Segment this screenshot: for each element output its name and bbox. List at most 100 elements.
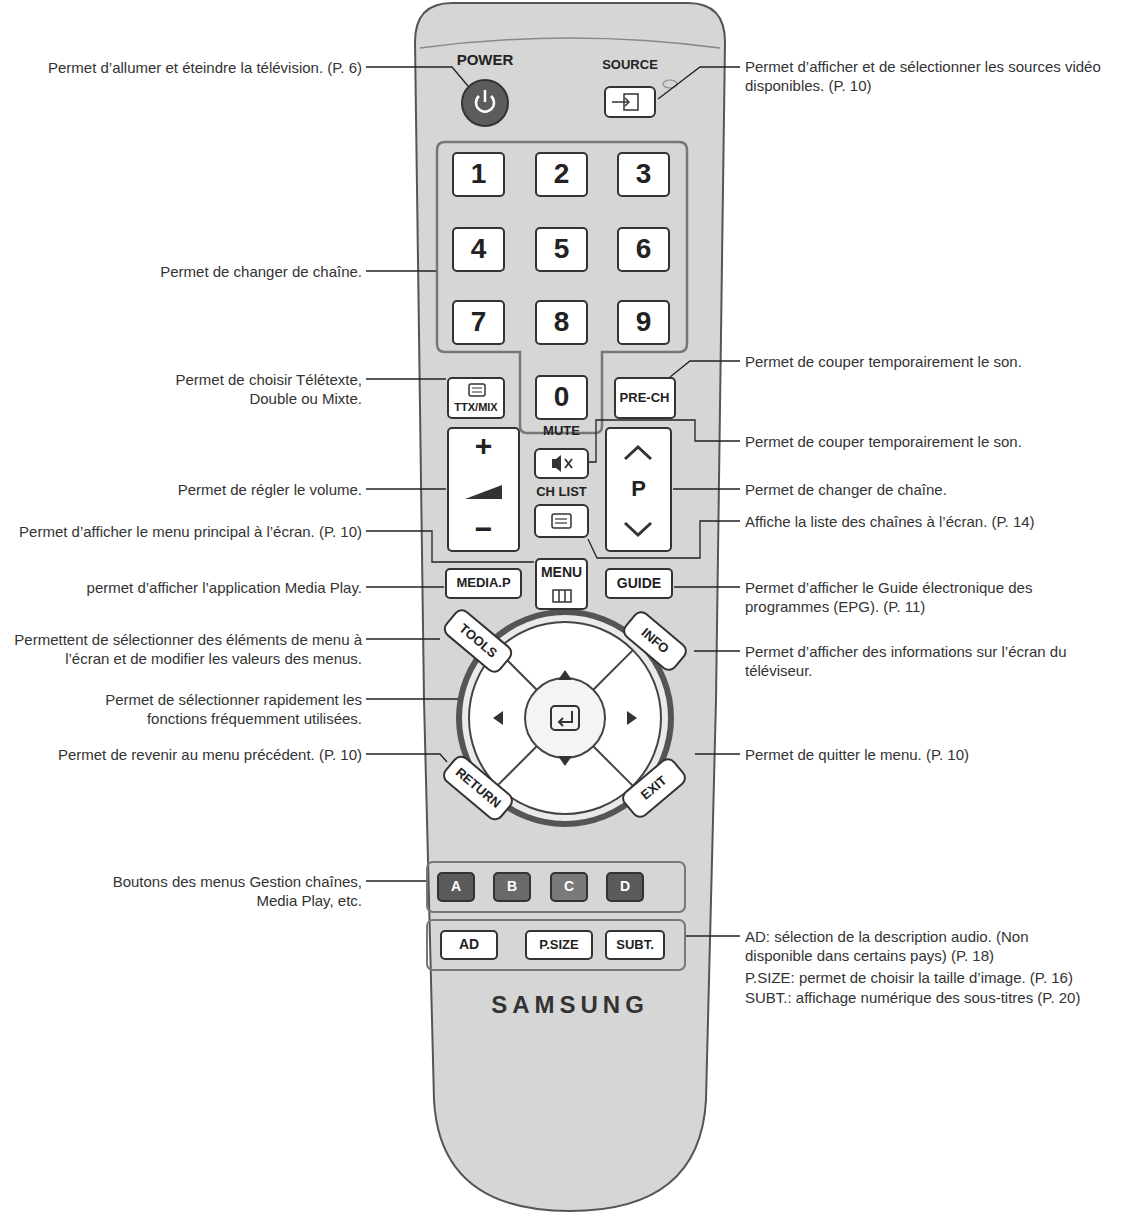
power-button	[462, 80, 508, 126]
mute-button	[535, 449, 588, 478]
power-icon	[484, 90, 487, 102]
mute-key: MUTE	[532, 424, 591, 479]
dpad-divider	[593, 650, 633, 690]
source-icon	[625, 98, 629, 106]
subt-button: SUBT.	[605, 930, 665, 960]
button-label: B	[507, 879, 517, 894]
callout-text: Permet de sélectionner rapidement les fo…	[62, 690, 362, 728]
leader-line	[366, 880, 426, 881]
return-button: RETURN	[439, 752, 516, 824]
exit-button: EXIT	[618, 755, 689, 822]
button-label: D	[620, 879, 630, 894]
callout-text: SUBT.: affichage numérique des sous-titr…	[745, 988, 1135, 1007]
leader-line	[694, 650, 740, 651]
button-label: P	[631, 477, 646, 501]
color-group-outline	[427, 862, 685, 912]
leader-line	[670, 361, 740, 377]
callout-text: AD: sélection de la description audio. (…	[745, 927, 1050, 965]
leader-line	[366, 638, 440, 639]
volume-rocker: +−	[447, 427, 520, 552]
dpad-divider	[593, 746, 633, 786]
button-label: SOURCE	[602, 58, 658, 72]
leader-line	[695, 753, 740, 754]
info-button: INFO	[619, 608, 690, 675]
button-label: EXIT	[638, 773, 669, 803]
arrow-down	[558, 756, 572, 766]
color-button: C	[550, 872, 588, 902]
tools-button: TOOLS	[440, 606, 516, 677]
button-label: GUIDE	[617, 576, 661, 591]
button-label: TTX/MIX	[454, 401, 497, 413]
source-button	[605, 87, 655, 117]
button-label: CH LIST	[536, 485, 587, 499]
mediap-button: MEDIA.P	[445, 568, 522, 599]
callout-text: Permettent de sélectionner des éléments …	[2, 630, 362, 668]
button-label: 8	[554, 307, 570, 338]
leader-line	[366, 488, 446, 489]
button-label: MENU	[541, 565, 582, 580]
housing-lip	[420, 38, 720, 48]
leader-line	[366, 754, 447, 762]
brand-logo: SAMSUNG	[415, 992, 725, 1018]
arrow-right	[627, 711, 637, 725]
callout-text: Boutons des menus Gestion chaînes, Media…	[102, 872, 362, 910]
enter-button	[525, 678, 605, 758]
arrow-left	[493, 711, 503, 725]
callout-text: Permet d’afficher le menu principal à l’…	[2, 522, 362, 541]
digit-button: 6	[617, 227, 670, 272]
color-button: D	[606, 872, 644, 902]
button-label: 6	[636, 234, 652, 265]
button-label: −	[475, 514, 493, 544]
mute-icon	[565, 459, 572, 468]
button-label: 9	[636, 307, 652, 338]
prech-button: PRE-CH	[614, 377, 676, 419]
callout-text: Permet d’afficher le Guide électronique …	[745, 578, 1120, 616]
digit-button: 2	[535, 152, 588, 197]
button-label: 4	[471, 234, 487, 265]
enter-icon	[559, 718, 563, 726]
chlist-button	[535, 505, 588, 537]
callout-text: Affiche la liste des chaînes à l’écran. …	[745, 512, 1120, 531]
leader-line	[366, 586, 444, 587]
button-label: MUTE	[543, 424, 580, 438]
channel-rocker: P	[605, 427, 672, 552]
button-label: +	[475, 431, 493, 461]
button-label: A	[451, 879, 461, 894]
chlist-icon	[555, 522, 567, 523]
leader-line	[366, 270, 436, 271]
button-label: POWER	[457, 52, 514, 69]
callout-text: P.SIZE: permet de choisir la taille d’im…	[745, 968, 1135, 987]
callout-text: Permet de revenir au menu précédent. (P.…	[2, 745, 362, 764]
remote-control: SAMSUNGPOWERSOURCE123456789TTX/MIX0PRE-C…	[415, 0, 725, 1215]
ad-button: AD	[440, 930, 498, 960]
remote-housing	[415, 3, 725, 1211]
bottom-group-outline	[427, 920, 685, 970]
leader-line	[673, 488, 740, 489]
psize-button: P.SIZE	[525, 930, 593, 960]
button-label: SUBT.	[616, 938, 654, 952]
number-group-outline	[437, 142, 687, 433]
callout-text: Permet de couper temporairement le son.	[745, 432, 1120, 451]
volume-icon	[465, 485, 502, 499]
menu-button: MENU	[535, 558, 588, 610]
teletext-icon	[472, 388, 482, 389]
mute-icon	[565, 459, 572, 468]
button-label: AD	[459, 937, 479, 952]
chlist-icon	[552, 514, 571, 528]
callout-text: Permet de quitter le menu. (P. 10)	[745, 745, 1120, 764]
button-label: 2	[554, 159, 570, 190]
callout-text: Permet d’allumer et éteindre la télévisi…	[0, 58, 362, 77]
digit-button: 7	[452, 300, 505, 345]
callout-text: Permet de changer de chaîne.	[62, 262, 362, 281]
digit-button: 4	[452, 227, 505, 272]
chevron-down	[625, 523, 651, 535]
button-label: C	[564, 879, 574, 894]
button-label: 5	[554, 234, 570, 265]
menu-icon	[553, 590, 571, 602]
button-label: PRE-CH	[620, 391, 670, 405]
leader-line	[366, 67, 468, 86]
source-icon	[612, 101, 629, 103]
digit-button: 5	[535, 227, 588, 272]
digit-button: 9	[617, 300, 670, 345]
